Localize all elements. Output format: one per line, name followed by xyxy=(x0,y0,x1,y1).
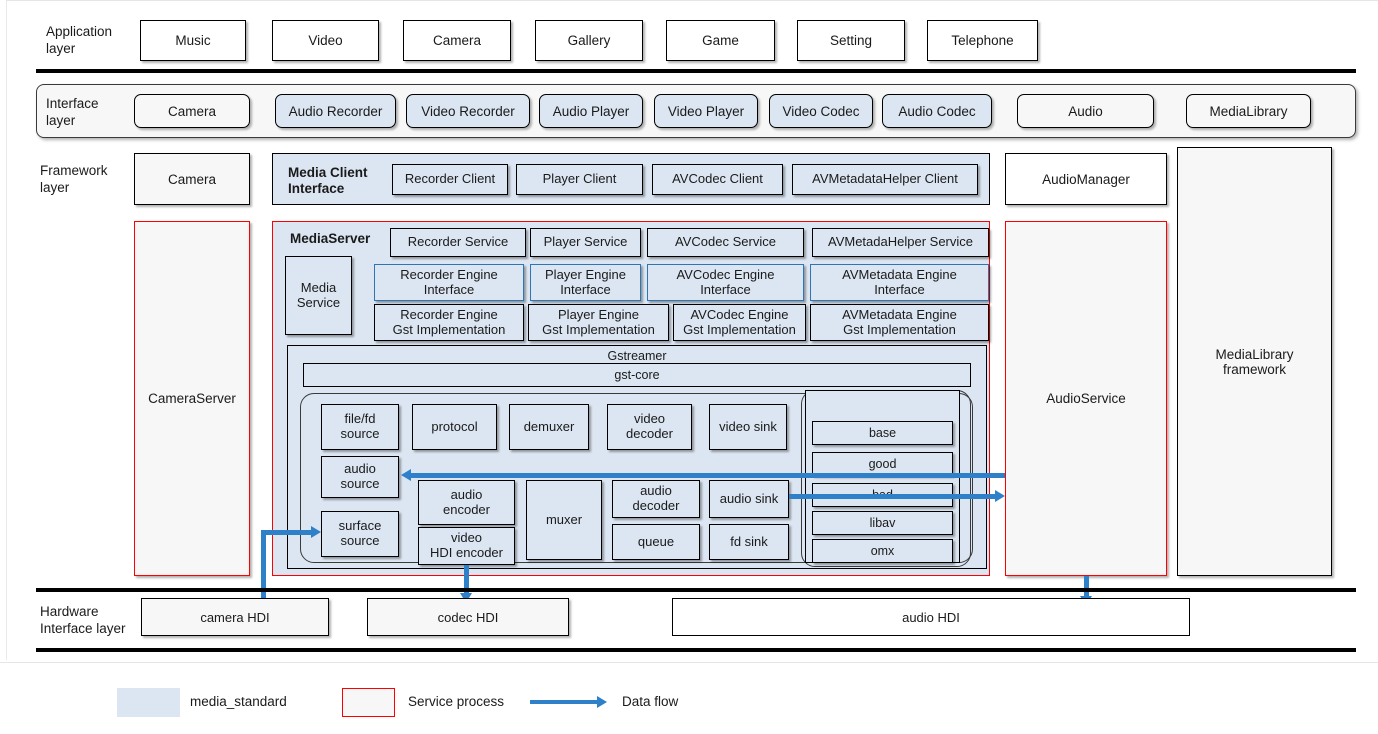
app-box-game[interactable]: Game xyxy=(666,20,775,61)
gst-node-queue[interactable]: queue xyxy=(612,524,700,560)
legend-label-service-process: Service process xyxy=(408,694,505,709)
gstplugin-good[interactable]: good xyxy=(812,452,953,476)
app-box-music[interactable]: Music xyxy=(140,20,246,61)
interface-item-video-recorder[interactable]: Video Recorder xyxy=(406,94,530,128)
gst-node-file-fd-source[interactable]: file/fd source xyxy=(321,404,399,450)
gst-node-video-hdi-encoder[interactable]: video HDI encoder xyxy=(418,527,515,565)
gst-node-audio-encoder[interactable]: audio encoder xyxy=(418,480,515,525)
dataflow-arrow-videohdiencoder-to-codechdi xyxy=(464,565,469,595)
hardware-box-audio-hdi[interactable]: audio HDI xyxy=(672,598,1190,636)
app-box-gallery[interactable]: Gallery xyxy=(535,20,643,61)
interface-item-audio[interactable]: Audio xyxy=(1017,94,1154,128)
dataflow-arrowhead-surfacesource xyxy=(311,526,321,538)
media-server-title: MediaServer xyxy=(290,231,371,246)
gst-node-demuxer[interactable]: demuxer xyxy=(509,404,589,450)
dataflow-arrow-camerahdi-vertical xyxy=(261,530,266,602)
recorder-client-node[interactable]: Recorder Client xyxy=(392,164,508,195)
media-service-node[interactable]: Media Service xyxy=(285,256,352,335)
legend-divider xyxy=(0,662,1378,663)
app-box-setting[interactable]: Setting xyxy=(797,20,905,61)
page-edge xyxy=(6,0,7,660)
player-client-node[interactable]: Player Client xyxy=(516,164,643,195)
avcodec-engine-gst-impl-node[interactable]: AVCodec Engine Gst Implementation xyxy=(673,304,806,341)
interface-item-medialibrary[interactable]: MediaLibrary xyxy=(1186,94,1311,128)
legend-swatch-service-process xyxy=(342,688,395,717)
gstplugin-omx[interactable]: omx xyxy=(812,539,953,563)
avmetadahelper-service-node[interactable]: AVMetadaHelper Service xyxy=(812,228,989,257)
app-box-telephone[interactable]: Telephone xyxy=(927,20,1038,61)
camera-server-box[interactable]: CameraServer xyxy=(134,221,250,576)
avcodec-service-node[interactable]: AVCodec Service xyxy=(647,228,804,257)
legend-arrowhead-data-flow xyxy=(597,696,607,708)
gst-node-protocol[interactable]: protocol xyxy=(412,404,497,450)
dataflow-arrowhead-audiosource xyxy=(401,469,411,481)
player-engine-interface-node[interactable]: Player Engine Interface xyxy=(530,264,641,301)
interface-item-video-codec[interactable]: Video Codec xyxy=(769,94,873,128)
gst-core-node[interactable]: gst-core xyxy=(303,363,971,387)
gst-node-audio-source[interactable]: audio source xyxy=(321,456,399,498)
gst-node-video-decoder[interactable]: video decoder xyxy=(607,404,692,450)
layer-divider-hardware-bottom xyxy=(36,648,1356,652)
dataflow-arrowhead-audioservice xyxy=(995,490,1005,502)
app-box-video[interactable]: Video xyxy=(272,20,379,61)
interface-item-audio-player[interactable]: Audio Player xyxy=(539,94,643,128)
gst-node-surface-source[interactable]: surface source xyxy=(321,511,399,557)
gstplugin-libav[interactable]: libav xyxy=(812,511,953,535)
interface-item-camera[interactable]: Camera xyxy=(134,94,250,128)
framework-camera-box[interactable]: Camera xyxy=(134,153,250,205)
framework-layer-label: Framework layer xyxy=(40,163,108,195)
gst-node-video-sink[interactable]: video sink xyxy=(709,404,787,450)
dataflow-arrow-audioservice-to-audiosource xyxy=(411,473,1005,478)
avmetadatahelper-client-node[interactable]: AVMetadataHelper Client xyxy=(792,164,978,195)
app-box-camera[interactable]: Camera xyxy=(403,20,511,61)
audio-service-box[interactable]: AudioService xyxy=(1005,221,1167,576)
gst-node-audio-sink[interactable]: audio sink xyxy=(709,480,789,518)
interface-layer-label: Interface layer xyxy=(46,96,99,128)
application-layer-label: Application layer xyxy=(46,24,113,56)
layer-divider-application xyxy=(36,69,1356,73)
gst-elements-group xyxy=(300,393,973,563)
audio-manager-box[interactable]: AudioManager xyxy=(1005,153,1167,205)
interface-item-audio-codec[interactable]: Audio Codec xyxy=(882,94,992,128)
interface-item-audio-recorder[interactable]: Audio Recorder xyxy=(275,94,396,128)
interface-item-video-player[interactable]: Video Player xyxy=(654,94,758,128)
gst-node-muxer[interactable]: muxer xyxy=(526,480,602,560)
avcodec-engine-interface-node[interactable]: AVCodec Engine Interface xyxy=(647,264,804,301)
recorder-engine-interface-node[interactable]: Recorder Engine Interface xyxy=(374,264,524,301)
legend-arrow-data-flow xyxy=(530,700,598,704)
medialibrary-framework-box[interactable]: MediaLibrary framework xyxy=(1177,147,1332,576)
gstreamer-title: Gstreamer xyxy=(607,349,667,363)
page-top-edge xyxy=(6,0,1378,1)
layer-divider-hardware-top xyxy=(36,588,1356,592)
hardware-box-codec-hdi[interactable]: codec HDI xyxy=(367,598,569,636)
avmetadata-engine-gst-impl-node[interactable]: AVMetadata Engine Gst Implementation xyxy=(810,304,989,341)
recorder-service-node[interactable]: Recorder Service xyxy=(390,228,526,257)
dataflow-arrow-audiosink-to-audioservice xyxy=(789,494,995,499)
gstplugin-base[interactable]: base xyxy=(812,421,953,445)
player-engine-gst-impl-node[interactable]: Player Engine Gst Implementation xyxy=(528,304,669,341)
hardware-box-camera-hdi[interactable]: camera HDI xyxy=(141,598,329,636)
avcodec-client-node[interactable]: AVCodec Client xyxy=(652,164,783,195)
media-client-interface-title: Media Client Interface xyxy=(288,165,368,196)
dataflow-arrow-camerahdi-horizontal xyxy=(261,530,311,535)
gst-node-fd-sink[interactable]: fd sink xyxy=(709,524,789,560)
gst-node-audio-decoder[interactable]: audio decoder xyxy=(612,480,700,518)
legend-label-media-standard: media_standard xyxy=(190,694,287,709)
player-service-node[interactable]: Player Service xyxy=(530,228,641,257)
legend-label-data-flow: Data flow xyxy=(622,694,679,709)
hardware-layer-label: Hardware Interface layer xyxy=(40,604,126,636)
recorder-engine-gst-impl-node[interactable]: Recorder Engine Gst Implementation xyxy=(374,304,524,341)
legend-swatch-media-standard xyxy=(117,688,180,717)
avmetadata-engine-interface-node[interactable]: AVMetadata Engine Interface xyxy=(810,264,989,301)
